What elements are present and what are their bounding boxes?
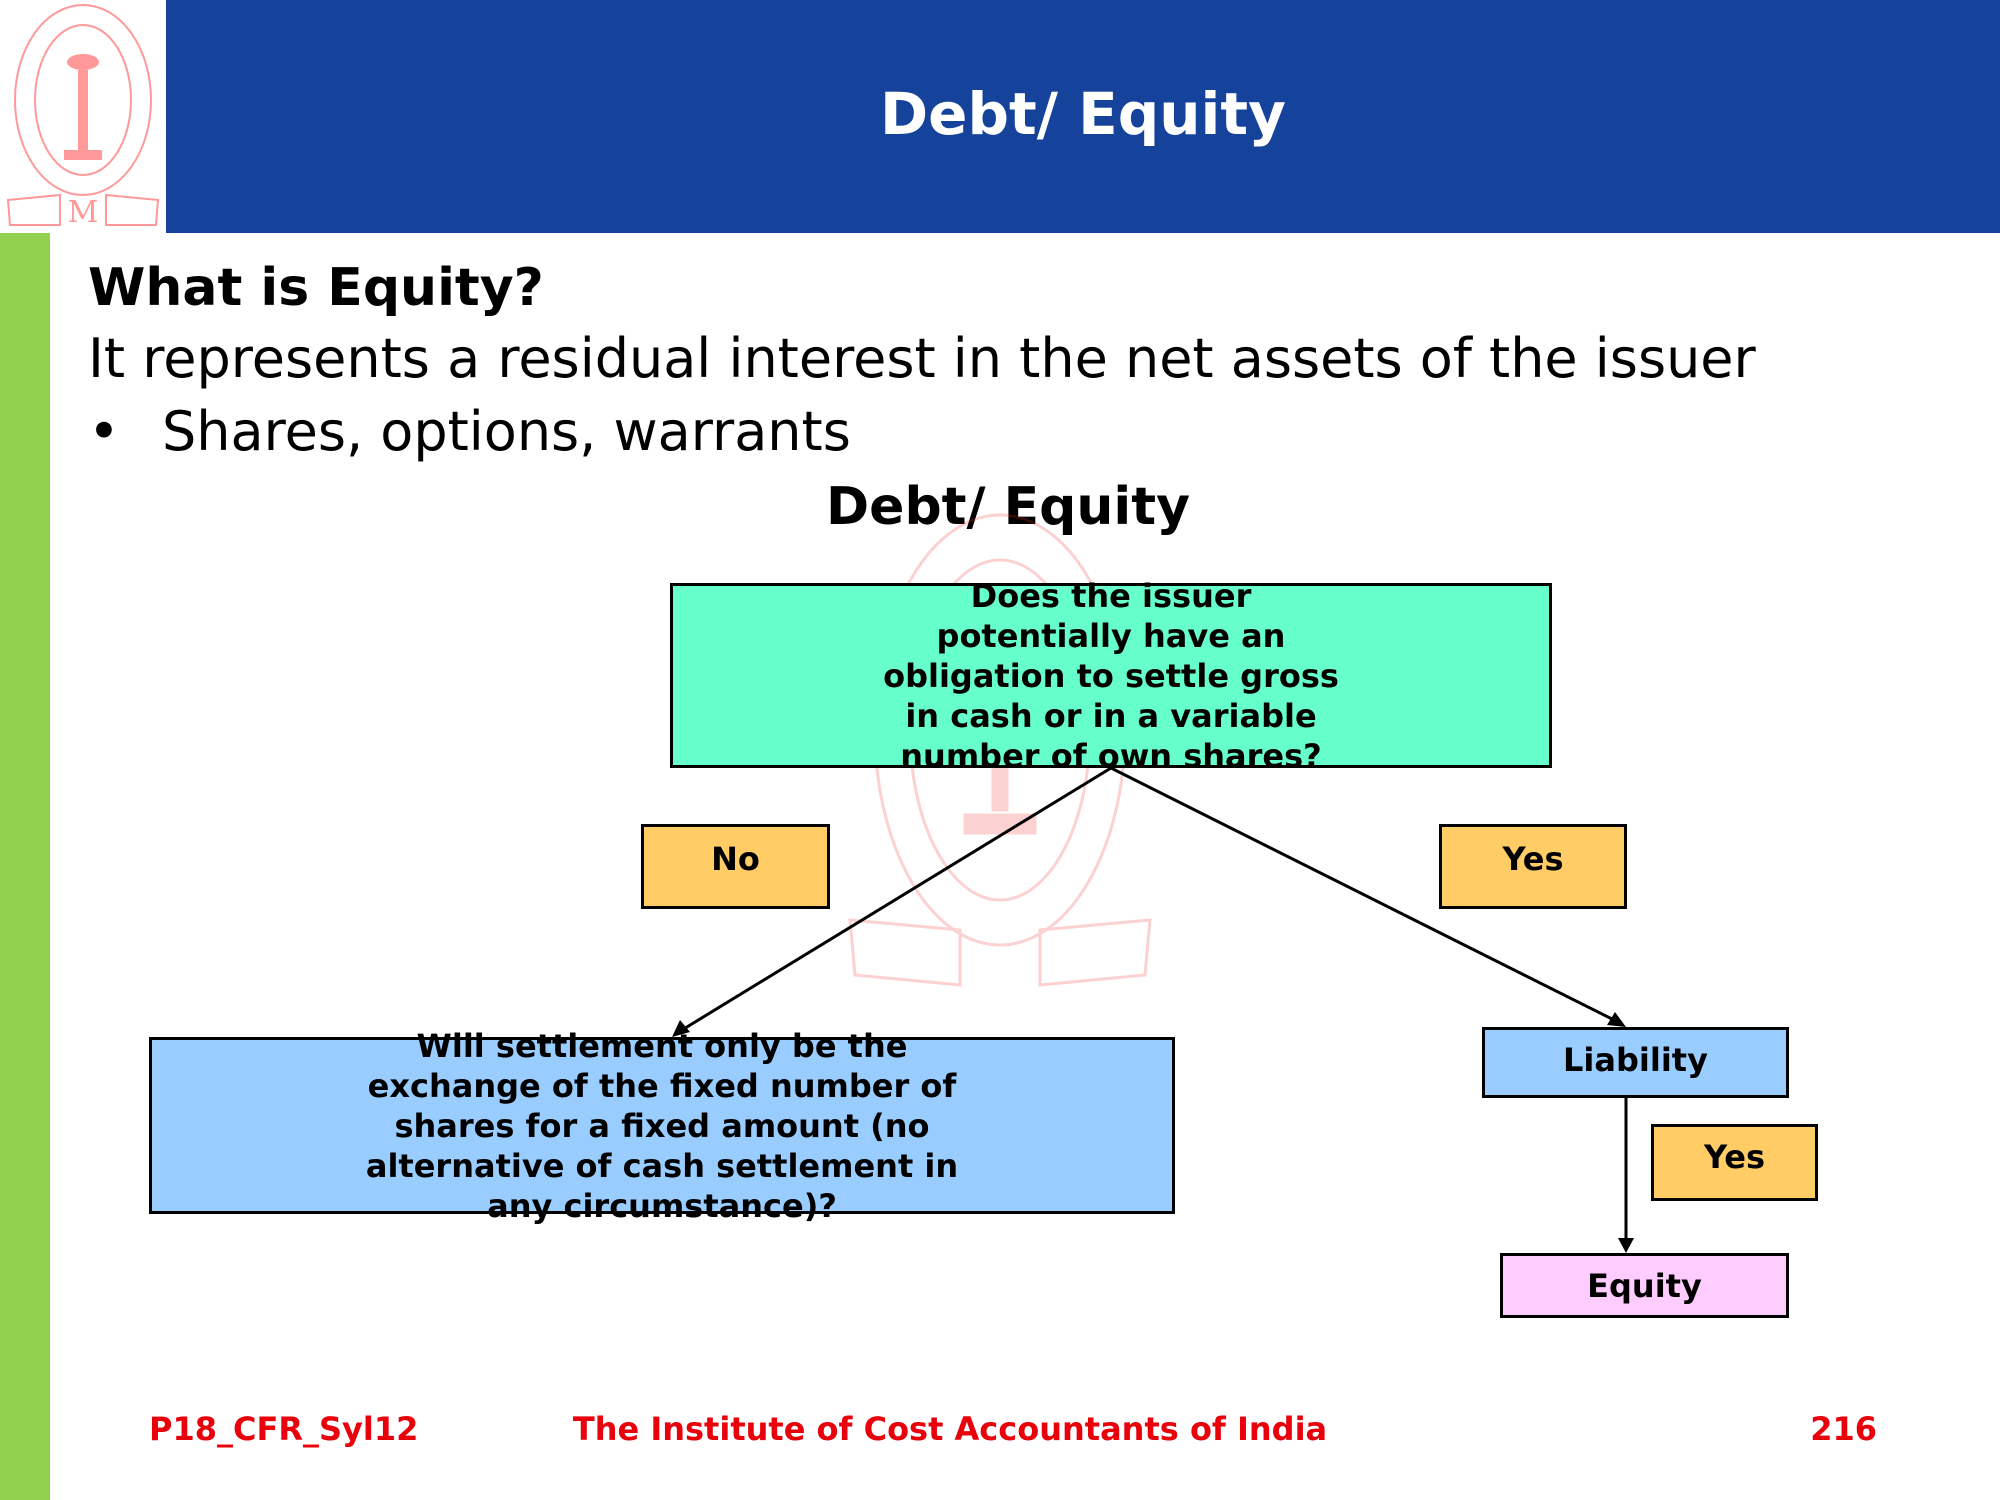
equity-box: Equity	[1500, 1253, 1789, 1318]
yes-label-2: Yes	[1704, 1138, 1765, 1176]
yes-box-2: Yes	[1651, 1124, 1818, 1201]
liability-box: Liability	[1482, 1027, 1789, 1098]
accent-sidebar	[0, 233, 50, 1500]
header-bar	[166, 0, 2000, 233]
yes-arrowhead	[1607, 1012, 1626, 1027]
yes-arrow	[1110, 766, 1619, 1024]
no-arrow	[681, 766, 1112, 1032]
yes-box: Yes	[1439, 824, 1627, 909]
no-box: No	[641, 824, 830, 909]
footer-institute: The Institute of Cost Accountants of Ind…	[572, 1410, 1328, 1448]
liability-label: Liability	[1563, 1041, 1708, 1079]
diagram-title: Debt/ Equity	[826, 477, 1190, 537]
bullet-text: Shares, options, warrants	[162, 400, 851, 463]
section-heading: What is Equity?	[88, 258, 544, 318]
slide-title: Debt/ Equity	[880, 80, 1286, 148]
footer-code: P18_CFR_Syl12	[149, 1410, 419, 1448]
bullet-marker: •	[88, 400, 120, 463]
equity-label: Equity	[1587, 1266, 1702, 1305]
definition-text: It represents a residual interest in the…	[88, 327, 1756, 390]
question1-text: Does the issuer potentially have an obli…	[883, 576, 1339, 775]
yes-label: Yes	[1502, 840, 1564, 878]
no-label: No	[711, 840, 760, 878]
no-arrowhead	[672, 1020, 690, 1037]
question2-box: Will settlement only be the exchange of …	[149, 1027, 1175, 1225]
svg-text:M: M	[68, 195, 99, 230]
question1-box: Does the issuer potentially have an obli…	[670, 577, 1552, 775]
institute-logo: M	[6, 4, 160, 230]
page-number: 216	[1810, 1410, 1877, 1448]
liability-equity-arrowhead	[1618, 1238, 1634, 1253]
question2-text: Will settlement only be the exchange of …	[365, 1026, 959, 1225]
